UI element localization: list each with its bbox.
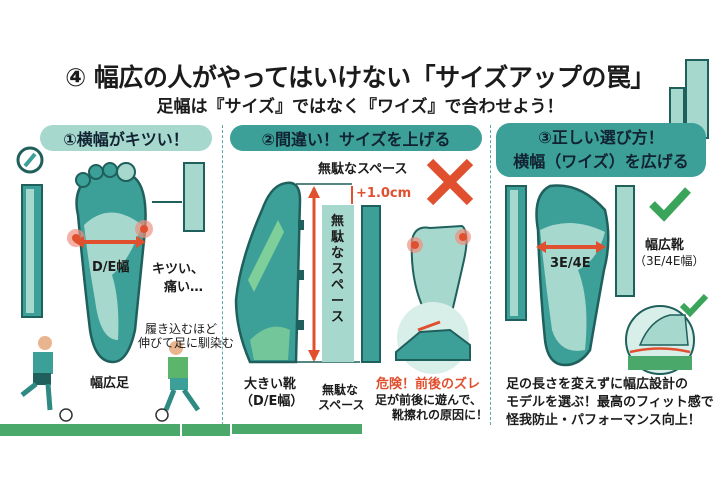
panel2-heading: ②間違い！サイズを上げる bbox=[230, 125, 482, 151]
panel1-heading: ①横幅がキツい！ bbox=[40, 125, 212, 151]
danger-text-line1: 足が前後に遊んで、 bbox=[375, 393, 482, 407]
cross-mark-icon bbox=[426, 158, 474, 206]
ruler-right-icon bbox=[152, 162, 205, 232]
wide-foot-illustration bbox=[535, 184, 610, 367]
break-in-text-line2: 伸びて足に馴染む bbox=[138, 336, 235, 350]
ruler-left-icon bbox=[505, 185, 527, 321]
extra-length-label: +1.0cm bbox=[356, 186, 412, 201]
shoe-slip-inset bbox=[395, 302, 471, 374]
description-line1: 足の長さを変えずに幅広設計の bbox=[506, 377, 689, 392]
compass-pin-icon bbox=[16, 146, 44, 174]
pain-text-line1: キツい、 bbox=[152, 262, 205, 277]
panel3-heading-line1: ③正しい選び方！ bbox=[538, 128, 664, 147]
soccer-player-right bbox=[155, 341, 201, 422]
wasted-space-top-label: 無駄なスペース bbox=[318, 162, 408, 177]
description-line2: モデルを選ぶ！最高のフィット感で bbox=[506, 395, 714, 410]
grass-strip bbox=[232, 424, 362, 434]
page-subtitle: 足幅は『サイズ』ではなく『ワイズ』で合わせよう！ bbox=[156, 97, 564, 117]
wasted-space-bottom-line2: スペース bbox=[318, 398, 365, 412]
sliding-foot-illustration bbox=[407, 224, 471, 322]
width-label: 3E/4E bbox=[550, 256, 591, 271]
wasted-space-bar bbox=[322, 205, 354, 362]
soccer-player-left bbox=[20, 336, 73, 422]
check-mark-icon bbox=[649, 187, 691, 222]
panel2-heading-text: ②間違い！サイズを上げる bbox=[261, 130, 451, 149]
pain-text-line2: 痛い… bbox=[164, 280, 204, 295]
panel3-heading-line2: 横幅（ワイズ）を広げる bbox=[513, 152, 689, 171]
danger-text-line2: 靴擦れの原因に！ bbox=[392, 408, 489, 422]
ruler-left-icon bbox=[21, 184, 43, 318]
panel3-heading: ③正しい選び方！ 横幅（ワイズ）を広げる bbox=[496, 123, 706, 177]
ruler-right-icon bbox=[615, 185, 635, 297]
wasted-space-vertical-label: 無駄なスペース bbox=[331, 214, 345, 325]
grass-strip bbox=[0, 424, 180, 436]
wasted-space-bottom-line1: 無駄な bbox=[322, 383, 359, 397]
panel1-heading-text: ①横幅がキツい！ bbox=[63, 130, 189, 149]
ruler-icon bbox=[361, 205, 381, 363]
oversized-cleat-illustration bbox=[234, 181, 304, 364]
grass-strip bbox=[182, 424, 230, 436]
divider bbox=[222, 125, 223, 425]
wide-foot-illustration bbox=[67, 162, 153, 364]
divider bbox=[490, 125, 491, 425]
foot-label: 幅広足 bbox=[90, 376, 130, 391]
shoe-label-line1: 大きい靴 bbox=[244, 377, 297, 392]
heel-fit-inset bbox=[625, 293, 709, 375]
page-title: ④ 幅広の人がやってはいけない「サイズアップの罠」 bbox=[65, 63, 655, 92]
wide-shoe-label-line1: 幅広靴 bbox=[645, 238, 685, 253]
width-label: D/E幅 bbox=[92, 260, 130, 275]
description-line3: 怪我防止・パフォーマンス向上！ bbox=[506, 413, 701, 428]
shoe-label-line2: （D/E幅） bbox=[240, 394, 304, 409]
break-in-text-line1: 履き込むほど bbox=[145, 322, 218, 336]
wide-shoe-label-line2: （3E/4E幅） bbox=[634, 254, 705, 268]
danger-title: 危険！前後のズレ bbox=[376, 377, 481, 392]
